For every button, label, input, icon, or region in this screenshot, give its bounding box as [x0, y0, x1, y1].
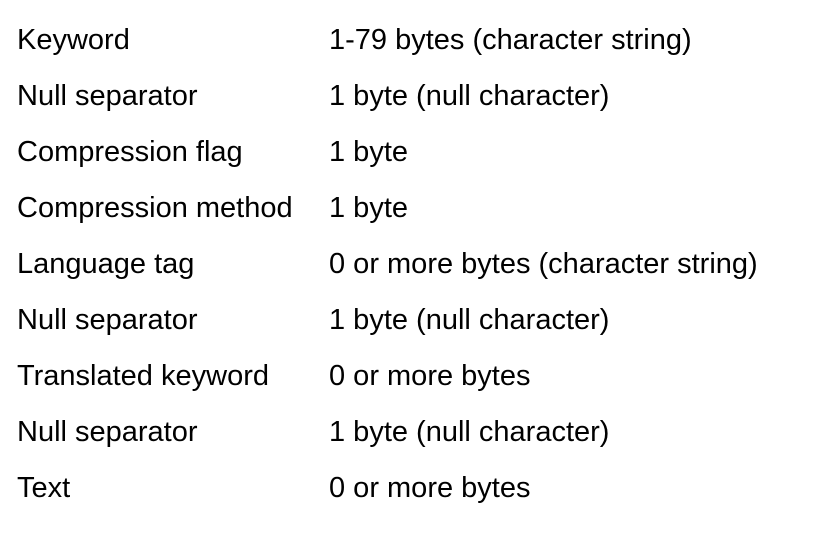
table-row: Null separator 1 byte (null character): [17, 292, 817, 348]
field-name: Compression flag: [17, 136, 243, 168]
table-row: Language tag 0 or more bytes (character …: [17, 236, 817, 292]
field-size: 0 or more bytes: [329, 360, 531, 392]
field-size: 1 byte: [329, 192, 408, 224]
field-size: 1 byte (null character): [329, 304, 610, 336]
table-row: Compression flag 1 byte: [17, 124, 817, 180]
field-size: 1 byte: [329, 136, 408, 168]
field-size: 0 or more bytes: [329, 472, 531, 504]
field-spec-table: Keyword 1-79 bytes (character string) Nu…: [17, 12, 817, 516]
table-row: Null separator 1 byte (null character): [17, 68, 817, 124]
field-name: Keyword: [17, 24, 130, 56]
field-name: Null separator: [17, 304, 198, 336]
table-row: Text 0 or more bytes: [17, 460, 817, 516]
table-row: Null separator 1 byte (null character): [17, 404, 817, 460]
field-name: Null separator: [17, 416, 198, 448]
table-row: Translated keyword 0 or more bytes: [17, 348, 817, 404]
field-size: 1-79 bytes (character string): [329, 24, 692, 56]
field-size: 0 or more bytes (character string): [329, 248, 758, 280]
field-name: Text: [17, 472, 71, 504]
table-row: Keyword 1-79 bytes (character string): [17, 12, 817, 68]
field-name: Compression method: [17, 192, 293, 224]
table-row: Compression method 1 byte: [17, 180, 817, 236]
field-size: 1 byte (null character): [329, 80, 610, 112]
field-name: Translated keyword: [17, 360, 269, 392]
field-size: 1 byte (null character): [329, 416, 610, 448]
field-name: Language tag: [17, 248, 195, 280]
field-name: Null separator: [17, 80, 198, 112]
